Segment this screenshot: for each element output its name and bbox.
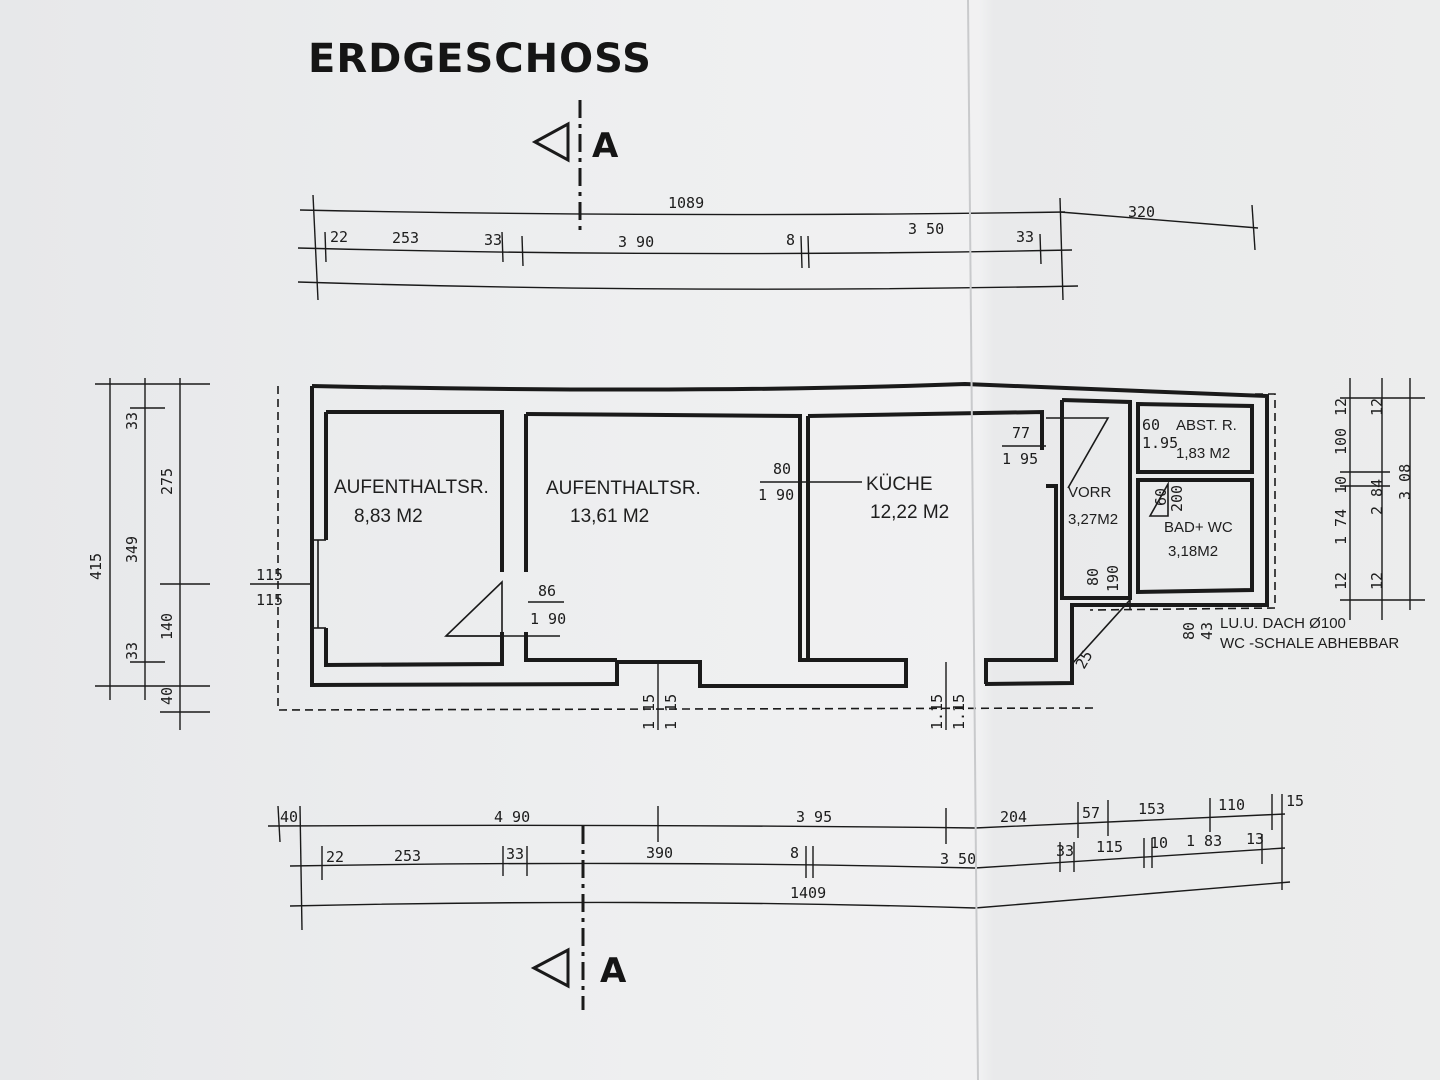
dim-top-d6: 3 50 bbox=[908, 220, 944, 238]
dim-top-d4: 3 90 bbox=[618, 233, 654, 251]
room-6-area: 3,18M2 bbox=[1168, 543, 1218, 560]
dim-door-d-w: 60 bbox=[1142, 416, 1160, 434]
bottom-dimension-chains: 40 4 90 3 95 204 57 153 110 15 22 253 33… bbox=[267, 792, 1304, 931]
building-walls bbox=[310, 381, 1269, 688]
dim-top-right: 320 bbox=[1128, 203, 1155, 221]
dim-door-e-h: 200 bbox=[1168, 485, 1186, 512]
notes: LU.U. DACH Ø100 WC -SCHALE ABHEBBAR bbox=[1220, 615, 1399, 652]
dim-door-d-h: 1.95 bbox=[1142, 434, 1178, 452]
dim-bottom-b4: 204 bbox=[1000, 808, 1027, 826]
room-1-name: AUFENTHALTSR. bbox=[334, 477, 489, 498]
dim-right-r3: 10 bbox=[1332, 476, 1350, 494]
note-line-1: LU.U. DACH Ø100 bbox=[1220, 615, 1346, 632]
dim-right-r4: 1 74 bbox=[1332, 509, 1350, 545]
room-2-name: AUFENTHALTSR. bbox=[546, 478, 701, 499]
room-4-name: VORR bbox=[1068, 484, 1112, 501]
dim-top-d5: 8 bbox=[786, 231, 795, 249]
dim-right-r1: 12 bbox=[1332, 398, 1350, 416]
dim-bottom-c5: 8 bbox=[790, 844, 799, 862]
dim-door-c-w: 77 bbox=[1012, 424, 1030, 442]
room-6-name: BAD+ WC bbox=[1164, 519, 1233, 536]
dim-bottom-c2: 253 bbox=[394, 847, 421, 865]
room-5-name: ABST. R. bbox=[1176, 417, 1237, 434]
dashed-outline bbox=[277, 386, 1276, 711]
dim-right-r5: 12 bbox=[1332, 572, 1350, 590]
dim-top-overall: 1089 bbox=[668, 194, 704, 212]
dim-left-a4: 33 bbox=[123, 642, 141, 660]
dim-bottom-b5: 57 bbox=[1082, 804, 1100, 822]
dim-win-bottom-b1: 1.15 bbox=[928, 694, 946, 730]
room-4-area: 3,27M2 bbox=[1068, 511, 1118, 528]
dim-bottom-c6: 3 50 bbox=[940, 850, 976, 868]
left-dimension-chains: 415 349 33 275 140 33 40 bbox=[87, 378, 210, 730]
dim-door-c-h: 1 95 bbox=[1002, 450, 1038, 468]
dim-right-outer: 3 08 bbox=[1396, 464, 1414, 500]
dim-bottom-c1: 22 bbox=[326, 848, 344, 866]
dim-top-d1: 22 bbox=[330, 228, 348, 246]
dim-top-d2: 253 bbox=[392, 229, 419, 247]
dim-bottom-b1: 40 bbox=[280, 808, 298, 826]
dim-left-a5: 40 bbox=[158, 687, 176, 705]
dim-left-a1: 33 bbox=[123, 412, 141, 430]
dim-bottom-c7: 33 bbox=[1056, 842, 1074, 860]
top-dimension-chains: 1089 320 22 253 33 3 90 8 3 50 33 bbox=[297, 194, 1259, 301]
dim-bottom-b2: 4 90 bbox=[494, 808, 530, 826]
dim-right-r6: 12 bbox=[1368, 572, 1386, 590]
dim-window-left-a: 115 bbox=[256, 566, 283, 584]
dim-door-b-h: 1 90 bbox=[758, 486, 794, 504]
dim-bottom-b3: 3 95 bbox=[796, 808, 832, 826]
dim-right-r7: 12 bbox=[1368, 398, 1386, 416]
room-3-area: 12,22 M2 bbox=[870, 502, 949, 523]
dim-door-b-w: 80 bbox=[773, 460, 791, 478]
dim-door-e-w: 60 bbox=[1152, 488, 1170, 506]
dim-bottom-b7: 110 bbox=[1218, 796, 1245, 814]
dim-window-left-b: 115 bbox=[256, 591, 283, 609]
room-5-area: 1,83 M2 bbox=[1176, 445, 1230, 462]
dim-bottom-c10: 1 83 bbox=[1186, 832, 1222, 850]
section-label-bottom: A bbox=[600, 951, 627, 991]
dim-left-a2: 275 bbox=[158, 468, 176, 495]
dim-win-bottom-a1: 1 15 bbox=[640, 694, 658, 730]
dim-bottom-c11: 13 bbox=[1246, 830, 1264, 848]
drawing-title: ERDGESCHOSS bbox=[308, 36, 652, 82]
dim-door-g-w: 80 bbox=[1180, 622, 1198, 640]
dim-left-outer: 415 bbox=[87, 553, 105, 580]
dim-win-bottom-b2: 1.15 bbox=[950, 694, 968, 730]
note-line-2: WC -SCHALE ABHEBBAR bbox=[1220, 635, 1399, 652]
room-3-name: KÜCHE bbox=[866, 474, 933, 495]
room-2-area: 13,61 M2 bbox=[570, 506, 649, 527]
room-1-area: 8,83 M2 bbox=[354, 506, 423, 527]
door-swings bbox=[444, 417, 1169, 665]
section-marker-top: A bbox=[531, 100, 619, 230]
paper-fold-line bbox=[967, 0, 979, 1080]
dim-left-mid: 349 bbox=[123, 536, 141, 563]
dim-door-g-h: 43 bbox=[1198, 622, 1216, 640]
dim-bottom-c4: 390 bbox=[646, 844, 673, 862]
dim-bottom-b8: 15 bbox=[1286, 792, 1304, 810]
dim-right-r2: 100 bbox=[1332, 428, 1350, 455]
dim-bottom-b6: 153 bbox=[1138, 800, 1165, 818]
dim-bottom-c3: 33 bbox=[506, 845, 524, 863]
dim-door-f-w: 80 bbox=[1084, 568, 1102, 586]
room-labels: AUFENTHALTSR. 8,83 M2 AUFENTHALTSR. 13,6… bbox=[334, 417, 1237, 560]
dim-left-a3: 140 bbox=[158, 613, 176, 640]
dim-right-mid: 2 84 bbox=[1368, 479, 1386, 515]
dim-bottom-c9: 10 bbox=[1150, 834, 1168, 852]
dim-door-a-w: 86 bbox=[538, 582, 556, 600]
dim-door-a-h: 1 90 bbox=[530, 610, 566, 628]
dim-top-d7: 33 bbox=[1016, 228, 1034, 246]
section-marker-bottom: A bbox=[530, 826, 627, 1010]
section-label-top: A bbox=[592, 126, 619, 166]
dim-bottom-c8: 115 bbox=[1096, 838, 1123, 856]
dim-bottom-total: 1409 bbox=[790, 884, 826, 902]
opening-dimensions: 115 115 86 1 90 80 1 90 77 1 95 60 1.95 … bbox=[250, 416, 1216, 730]
dim-door-f-h: 190 bbox=[1104, 565, 1122, 592]
right-dimension-chains: 3 08 2 84 12 100 10 1 74 12 12 12 bbox=[1332, 378, 1425, 620]
dim-step: 25 bbox=[1072, 647, 1097, 672]
dim-top-d3: 33 bbox=[484, 231, 502, 249]
dim-win-bottom-a2: 1 15 bbox=[662, 694, 680, 730]
